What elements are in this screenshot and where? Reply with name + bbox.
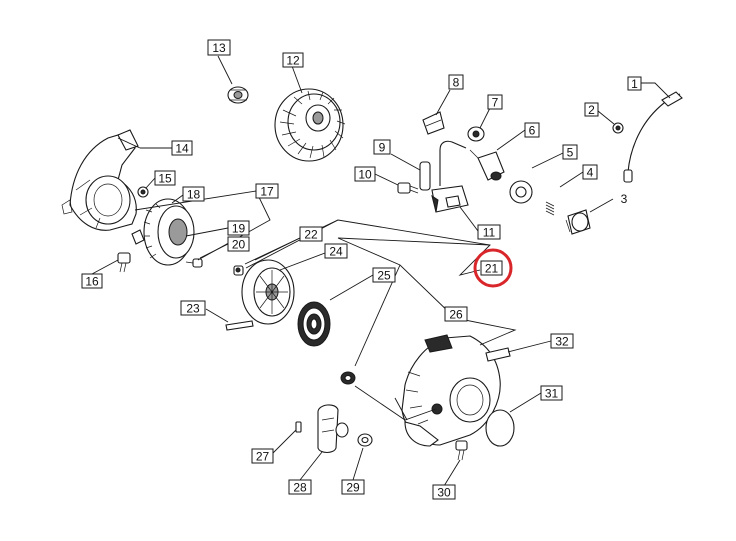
part-29-washer [357,433,373,447]
callout-13-text: 13 [212,41,226,55]
part-25-recoil-spring [297,301,331,347]
callout-14-text: 14 [175,142,189,156]
highlight-circle [473,248,513,288]
callout-5: 5 [562,144,578,160]
callout-32: 32 [550,333,574,349]
callout-15-text: 15 [158,172,172,186]
callout-11-text: 11 [483,226,496,240]
callout-21[interactable]: 21 [480,260,503,276]
part-1-lead-wire [623,91,683,183]
part-32-label [485,347,511,362]
callout-9: 9 [373,139,391,155]
callout-6-text: 6 [529,124,536,138]
callout-23: 23 [180,300,206,316]
callout-18-text: 18 [187,188,201,202]
part-27-pin [295,421,302,433]
callout-25: 25 [372,267,396,283]
callout-21-text: 21 [485,262,499,276]
part-4-spring [545,201,555,216]
callout-27: 27 [251,448,274,464]
part-10-bolt [397,182,419,194]
callout-22: 22 [299,226,323,242]
part-16-bolt [117,252,131,273]
callout-23-text: 23 [186,302,200,316]
callout-4-text: 4 [587,166,594,180]
part-11-ignition-coil [431,140,469,213]
part-23-pin [225,320,254,331]
callout-17-text: 17 [260,185,274,199]
part-30-bolt [455,440,468,461]
callout-10: 10 [354,166,376,182]
callout-22-text: 22 [304,228,318,242]
callout-20: 20 [227,236,250,252]
callout-2: 2 [584,102,599,117]
callout-labels: 1 2 3 4 5 6 7 8 9 [81,39,642,500]
callout-12: 12 [282,52,304,68]
callout-6: 6 [524,122,540,138]
part-24-recoil-pulley [241,259,295,325]
part-7-nut [467,126,485,142]
callout-11: 11 [477,224,501,240]
part-8-clip [422,111,445,135]
part-22-screw [233,265,244,276]
callout-31-text: 31 [545,387,559,401]
callout-26-text: 26 [449,308,463,322]
part-3-spark-plug [565,209,591,235]
leader-lines [91,55,671,487]
callout-8-text: 8 [453,76,460,90]
callout-28-text: 28 [293,481,307,495]
callout-3: 3 [621,192,628,206]
callout-13: 13 [207,39,231,56]
callout-20-text: 20 [232,238,246,252]
callout-27-text: 27 [256,450,270,464]
callout-30-text: 30 [437,486,451,500]
callout-4: 4 [582,164,598,180]
part-28-starter-handle [317,404,349,454]
callout-14: 14 [171,140,193,156]
callout-30: 30 [432,484,456,500]
part-2-nut [612,122,624,134]
callout-24: 24 [324,243,348,259]
callout-3-text: 3 [621,192,628,206]
part-12-flywheel [274,88,346,162]
callout-18: 18 [182,186,205,202]
part-6-spark-plug-boot [469,149,505,181]
callout-19: 19 [227,220,250,236]
callout-10-text: 10 [358,168,372,182]
callout-19-text: 19 [232,222,246,236]
callout-29: 29 [341,479,365,495]
callout-29-text: 29 [346,481,360,495]
part-pawl [340,371,356,385]
part-15-nut [137,186,149,198]
part-13-nut [227,86,249,104]
part-26-starter-housing [401,334,501,447]
callout-7: 7 [487,94,503,110]
part-5-washer [509,180,533,204]
callout-1-text: 1 [631,77,638,91]
callout-16-text: 16 [85,275,99,289]
callout-32-text: 32 [555,335,569,349]
part-18-starter-pulley [131,198,195,266]
callout-17: 17 [255,183,279,199]
callout-5-text: 5 [567,146,574,160]
callout-26: 26 [444,306,468,322]
callout-15: 15 [154,170,176,186]
callout-24-text: 24 [329,245,343,259]
callout-8: 8 [448,74,464,90]
callout-31: 31 [540,385,563,401]
callout-12-text: 12 [286,54,300,68]
callout-7-text: 7 [492,96,499,110]
part-20-screw [185,258,203,268]
callout-16: 16 [81,273,103,289]
part-31-decal [485,409,515,447]
callout-1: 1 [627,76,642,91]
callout-28: 28 [288,479,312,495]
part-14-fan-housing [61,129,139,231]
callout-9-text: 9 [379,141,386,155]
callout-25-text: 25 [377,269,391,283]
part-9-spacer [419,161,431,191]
callout-2-text: 2 [588,103,595,117]
